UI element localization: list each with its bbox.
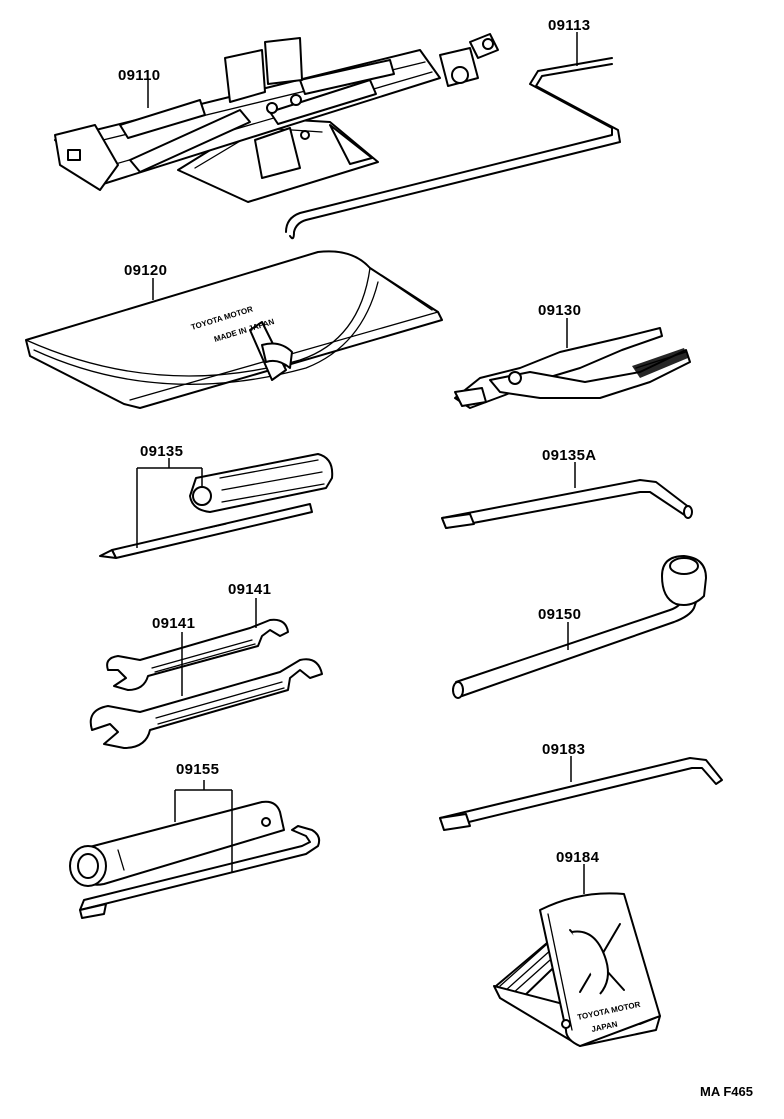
wheel-chock: TOYOTA MOTOR JAPAN bbox=[493, 892, 661, 1047]
screwdriver-bar bbox=[441, 479, 693, 529]
wrench-upper bbox=[106, 618, 289, 691]
diagram-code: MA F465 bbox=[700, 1084, 753, 1099]
handle-bar bbox=[439, 757, 723, 831]
hub-nut-wrench bbox=[452, 555, 707, 699]
jack-handle bbox=[285, 57, 621, 240]
jack bbox=[54, 33, 499, 203]
label-wrench-lower: 09141 bbox=[152, 615, 195, 632]
label-jack: 09110 bbox=[118, 67, 160, 84]
label-hub-nut-wrench: 09150 bbox=[538, 606, 581, 623]
socket-wrench bbox=[69, 800, 321, 919]
tool-bag: TOYOTA MOTOR MADE IN JAPAN bbox=[25, 250, 443, 409]
label-jack-handle: 09113 bbox=[548, 17, 590, 34]
label-wheel-chock: 09184 bbox=[556, 849, 600, 866]
label-pliers: 09130 bbox=[538, 302, 581, 319]
label-screwdriver-bar: 09135A bbox=[542, 447, 596, 464]
label-wrench-upper: 09141 bbox=[228, 581, 271, 598]
label-handle-bar: 09183 bbox=[542, 741, 585, 758]
label-tool-bag: 09120 bbox=[124, 262, 167, 279]
label-socket-wrench: 09155 bbox=[176, 761, 219, 778]
wrench-lower bbox=[89, 658, 323, 749]
pliers bbox=[454, 327, 691, 409]
screwdriver bbox=[99, 453, 334, 559]
label-screwdriver: 09135 bbox=[140, 443, 183, 460]
